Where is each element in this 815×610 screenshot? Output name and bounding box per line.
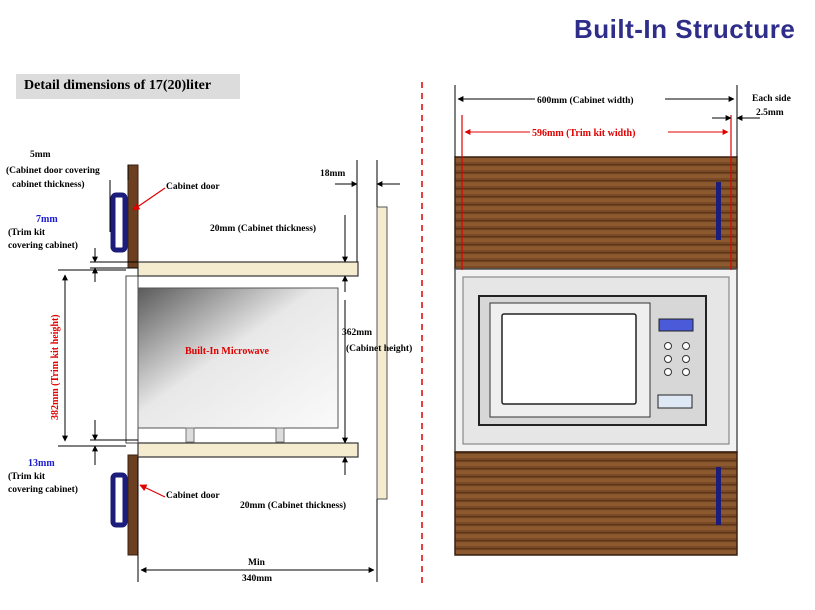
label-cab-thickness-top: 20mm (Cabinet thickness) bbox=[210, 223, 316, 234]
keypad-button bbox=[664, 355, 672, 363]
cabinet-door-bottom bbox=[127, 454, 139, 556]
microwave-start-button bbox=[657, 394, 693, 409]
door-handle-bottom bbox=[110, 472, 128, 528]
label-18mm: 18mm bbox=[320, 169, 345, 179]
upper-cabinet-handle bbox=[716, 182, 721, 240]
label-trim-bottom-2: covering cabinet) bbox=[8, 484, 78, 495]
microwave-foot-left bbox=[185, 427, 195, 443]
label-340mm: 340mm bbox=[242, 574, 272, 584]
label-door-covering-1: (Cabinet door covering bbox=[6, 165, 100, 176]
door-handle-top bbox=[110, 192, 128, 253]
subtitle-box bbox=[16, 74, 240, 99]
label-trim-bottom-1: (Trim kit bbox=[8, 471, 46, 482]
bottom-shelf bbox=[137, 442, 359, 458]
label-door-covering-2: cabinet thickness) bbox=[12, 179, 85, 190]
label-trim-height: 382mm (Trim kit height) bbox=[50, 314, 61, 420]
label-cab-thickness-bottom: 20mm (Cabinet thickness) bbox=[240, 500, 346, 511]
keypad-button bbox=[682, 368, 690, 376]
label-each-side-val: 2.5mm bbox=[756, 108, 784, 118]
microwave-foot-right bbox=[275, 427, 285, 443]
keypad-button bbox=[664, 342, 672, 350]
label-each-side: Each side bbox=[752, 94, 791, 104]
subtitle: Detail dimensions of 17(20)liter bbox=[24, 78, 212, 93]
label-trim-top-1: (Trim kit bbox=[8, 227, 46, 238]
keypad-button bbox=[682, 342, 690, 350]
cabinet-door-top bbox=[127, 164, 139, 269]
label-13mm: 13mm bbox=[28, 458, 55, 469]
keypad bbox=[664, 342, 690, 376]
lower-cabinet bbox=[454, 451, 738, 556]
microwave-display bbox=[658, 318, 694, 332]
keypad-button bbox=[664, 368, 672, 376]
label-7mm: 7mm bbox=[36, 214, 58, 225]
label-trim-top-2: covering cabinet) bbox=[8, 240, 78, 251]
keypad-button bbox=[682, 355, 690, 363]
label-5mm: 5mm bbox=[30, 150, 51, 160]
top-shelf bbox=[137, 261, 359, 277]
cabinet-door-label-top: Cabinet door bbox=[166, 182, 220, 192]
microwave-window bbox=[501, 313, 637, 405]
page-title: Built-In Structure bbox=[574, 14, 796, 44]
trim-kit bbox=[125, 275, 139, 444]
cabinet-door-label-bottom: Cabinet door bbox=[166, 491, 220, 501]
lower-cabinet-handle bbox=[716, 467, 721, 525]
microwave-body bbox=[137, 287, 339, 429]
microwave-label: Built-In Microwave bbox=[185, 346, 270, 357]
label-cab-height: (Cabinet height) bbox=[346, 343, 412, 354]
label-min: Min bbox=[248, 558, 266, 568]
back-panel bbox=[376, 206, 388, 500]
upper-cabinet bbox=[454, 156, 738, 270]
label-cabinet-width: 600mm (Cabinet width) bbox=[537, 95, 634, 106]
label-trim-width: 596mm (Trim kit width) bbox=[532, 128, 635, 139]
label-362mm: 362mm bbox=[342, 328, 372, 338]
